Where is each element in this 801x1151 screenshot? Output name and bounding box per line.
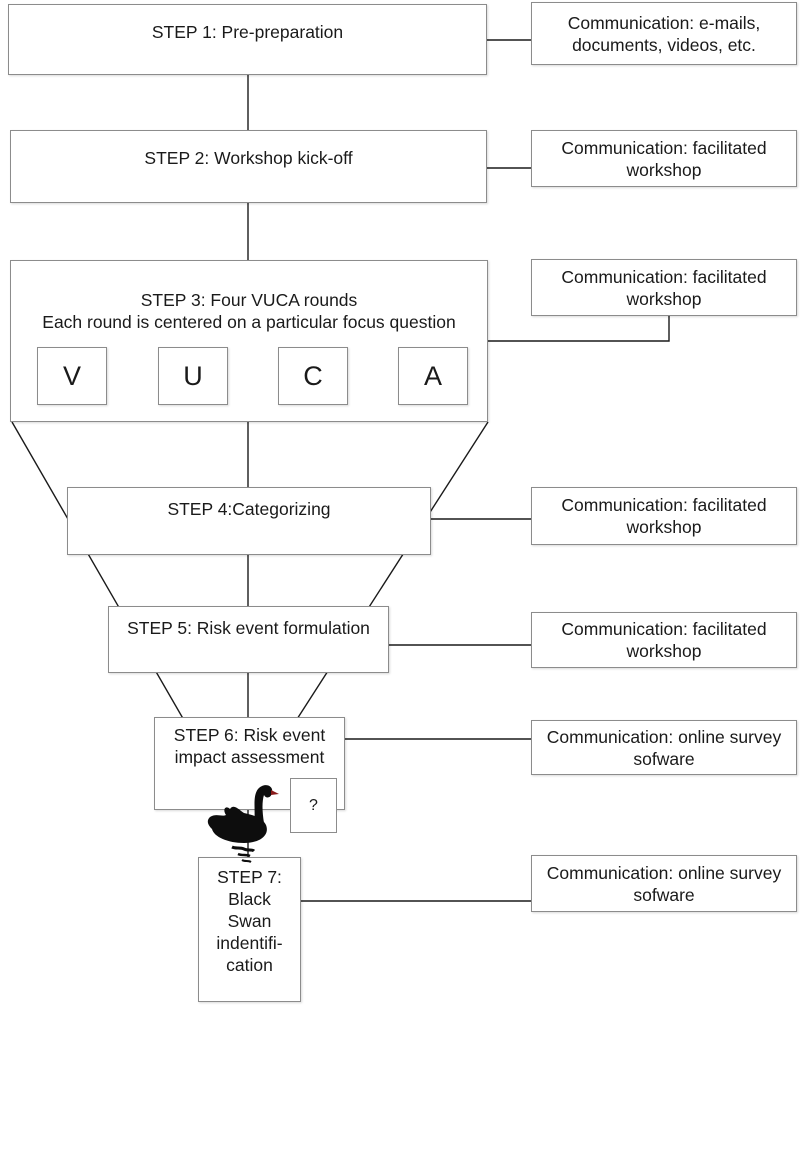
communication-text: Communication: facilitated <box>561 619 767 639</box>
communication-text: Communication: e-mails, <box>567 12 761 33</box>
communication-text: Communication: facilitated <box>561 495 767 515</box>
step-5-box: STEP 5: Risk event formulation <box>108 606 389 673</box>
communication-text: sofware <box>633 748 695 769</box>
step-4-label: STEP 4:Categorizing <box>167 499 331 519</box>
step-6-label-line1: STEP 6: Risk event <box>173 725 326 745</box>
step-4-box: STEP 4:Categorizing <box>67 487 431 555</box>
black-swan-icon <box>207 785 279 863</box>
comm-connector-3 <box>487 316 670 342</box>
step-2-box: STEP 2: Workshop kick-off <box>10 130 487 203</box>
step-7-box: STEP 7: Black Swan indentifi- cation <box>198 857 301 1002</box>
communication-text: Communication: online survey <box>546 862 782 883</box>
communication-text: Communication: online survey <box>546 726 782 747</box>
communication-text: workshop <box>626 641 702 661</box>
communication-text: workshop <box>626 159 702 180</box>
communication-box-2: Communication: facilitated workshop <box>531 130 797 187</box>
vuca-a-box: A <box>398 347 468 405</box>
communication-box-3: Communication: facilitated workshop <box>531 259 797 316</box>
communication-text: workshop <box>626 288 702 309</box>
step-3-title: STEP 3: Four VUCA rounds <box>140 290 358 310</box>
step-2-label: STEP 2: Workshop kick-off <box>144 148 353 168</box>
step-1-box: STEP 1: Pre-preparation <box>8 4 487 75</box>
communication-text: Communication: facilitated <box>561 137 767 158</box>
step-7-line: STEP 7: <box>217 867 282 887</box>
step-6-label-line2: impact assessment <box>174 747 325 767</box>
unknown-question-box: ? <box>290 778 337 833</box>
vuca-c-box: C <box>278 347 348 405</box>
communication-text: sofware <box>633 884 695 905</box>
step-7-line: Swan <box>227 911 272 931</box>
vuca-v-box: V <box>37 347 107 405</box>
communication-box-4: Communication: facilitated workshop <box>531 487 797 545</box>
communication-text: workshop <box>626 517 702 537</box>
communication-box-6: Communication: online survey sofware <box>531 720 797 775</box>
step-6-box: STEP 6: Risk event impact assessment <box>154 717 345 810</box>
communication-text: Communication: facilitated <box>561 266 767 287</box>
step-7-line: cation <box>226 955 273 975</box>
communication-box-5: Communication: facilitated workshop <box>531 612 797 668</box>
step-5-label: STEP 5: Risk event formulation <box>127 618 370 638</box>
communication-text: documents, videos, etc. <box>572 34 756 55</box>
step-7-line: Black <box>228 889 271 909</box>
vuca-u-box: U <box>158 347 228 405</box>
step-3-subtitle: Each round is centered on a particular f… <box>42 312 456 332</box>
step-1-label: STEP 1: Pre-preparation <box>151 22 344 42</box>
step-7-line: indentifi- <box>216 933 283 953</box>
communication-box-7: Communication: online survey sofware <box>531 855 797 912</box>
communication-box-1: Communication: e-mails, documents, video… <box>531 2 797 65</box>
